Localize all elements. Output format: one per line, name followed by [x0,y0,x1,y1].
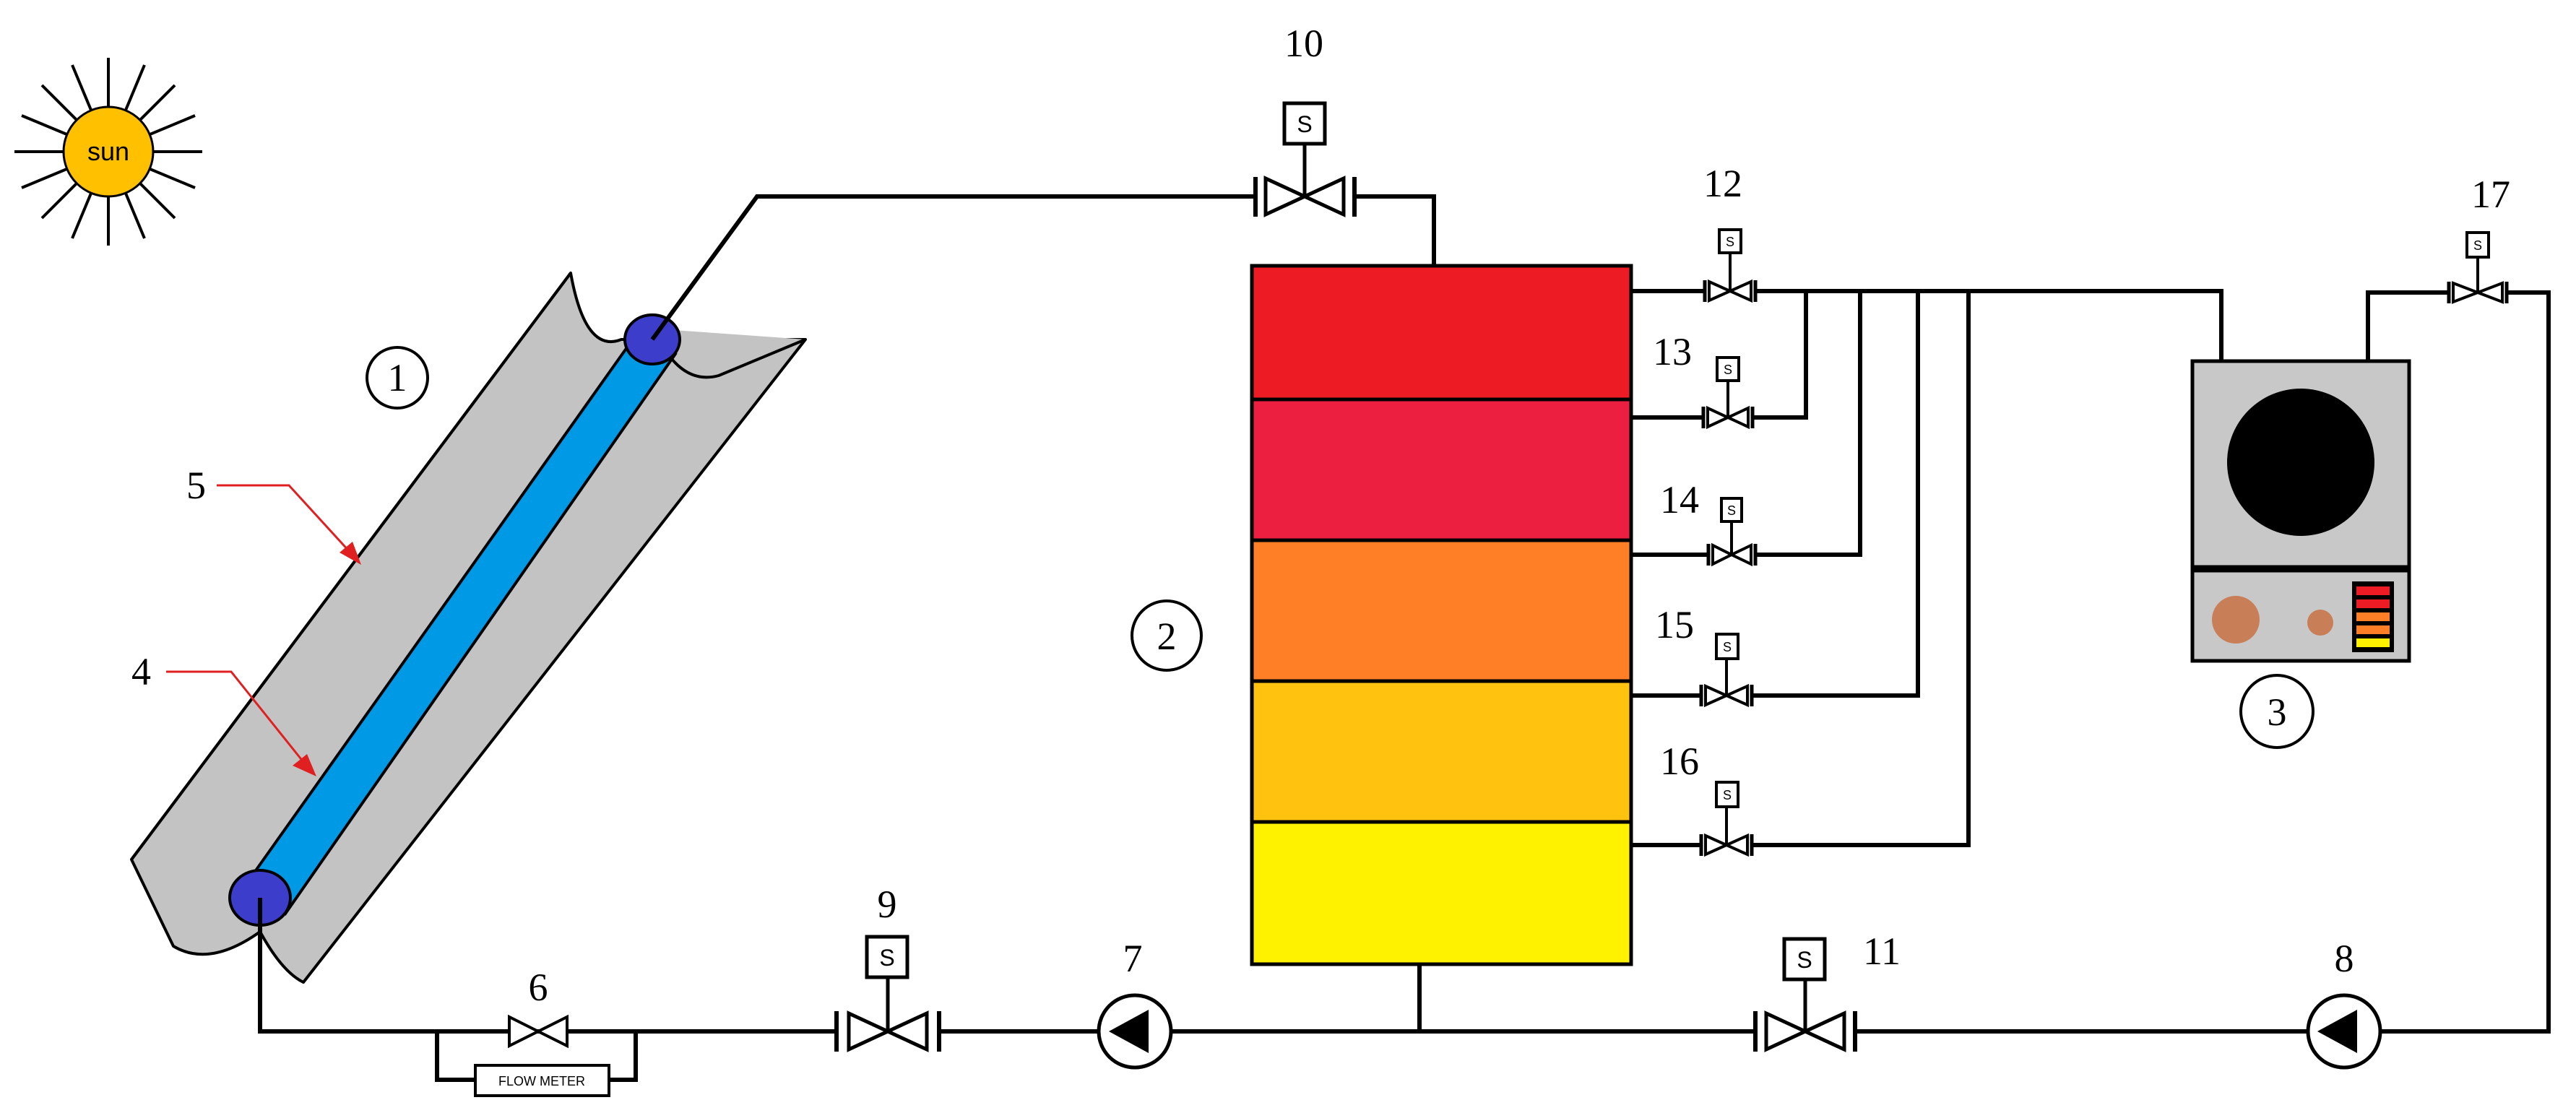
label-5-group: 5 [186,464,361,565]
label-14: 14 [1660,478,1699,521]
label-9: 9 [878,883,897,926]
label-6: 6 [529,966,548,1009]
solenoid-valve-17: S 17 [2447,173,2510,304]
solenoid-valve-16: S 16 [1660,740,1754,857]
solenoid-valve-12: S 12 [1703,162,1758,303]
label-17: 17 [2471,173,2510,216]
label-3: 3 [2268,690,2287,734]
piping [258,194,2551,1082]
label-7: 7 [1123,937,1143,980]
valve-10-s: S [1297,111,1312,137]
tank-layer-1 [1250,264,1633,402]
sun-disc [62,105,155,198]
valve-17-s: S [2473,238,2482,253]
valve-16-s: S [1723,788,1732,802]
valve-14-s: S [1727,503,1736,518]
label-1-circle [366,346,429,410]
solenoid-valve-13: S 13 [1653,330,1755,430]
parabolic-trough-collector: 1 [130,272,807,984]
thermal-load-unit: 3 [2190,359,2411,749]
flow-meter-label: FLOW METER [498,1074,585,1088]
valve-9-s: S [879,945,894,971]
load-black-disc [2227,389,2374,536]
valve-11-s: S [1797,947,1812,973]
label-10: 10 [1284,22,1323,65]
valve-13-s: S [1724,363,1732,377]
solenoid-valve-9: S 9 [834,883,941,1052]
tank-layer-3 [1250,538,1633,683]
label-16: 16 [1660,740,1699,783]
label-1: 1 [388,356,407,399]
arrow-5-head [340,542,361,565]
label-13: 13 [1653,330,1692,373]
tank-layer-4 [1250,679,1633,824]
label-15: 15 [1655,603,1694,646]
load-knob-large [2212,596,2260,644]
manual-valve-6: 6 [508,966,569,1049]
tank-layer-5 [1250,820,1633,966]
label-4-group: 4 [131,650,316,776]
solenoid-valve-11: S 11 [1753,930,1901,1052]
valve-12-s: S [1726,235,1734,249]
pump-7: 7 [1097,937,1173,1070]
label-4: 4 [131,650,151,693]
sun-label: sun [87,137,129,166]
valve-15-s: S [1723,640,1732,654]
arrow-4-head [293,754,316,776]
sun-icon: sun [14,58,202,246]
label-5: 5 [186,464,206,507]
label-3-circle [2239,674,2314,749]
pump-8: 8 [2306,937,2382,1070]
label-2-circle [1131,599,1203,672]
solenoid-valve-15: S 15 [1655,603,1754,708]
tank-layer-2 [1250,397,1633,542]
solenoid-valve-10: S 10 [1253,22,1357,217]
load-knob-small [2307,610,2333,636]
flow-meter: FLOW METER [474,1064,610,1097]
label-12: 12 [1703,162,1742,205]
label-8: 8 [2335,937,2354,980]
label-2: 2 [1157,615,1177,658]
label-11: 11 [1863,930,1901,973]
stratified-storage-tank: 2 [1131,264,1633,966]
solenoid-valve-14: S 14 [1660,478,1758,567]
